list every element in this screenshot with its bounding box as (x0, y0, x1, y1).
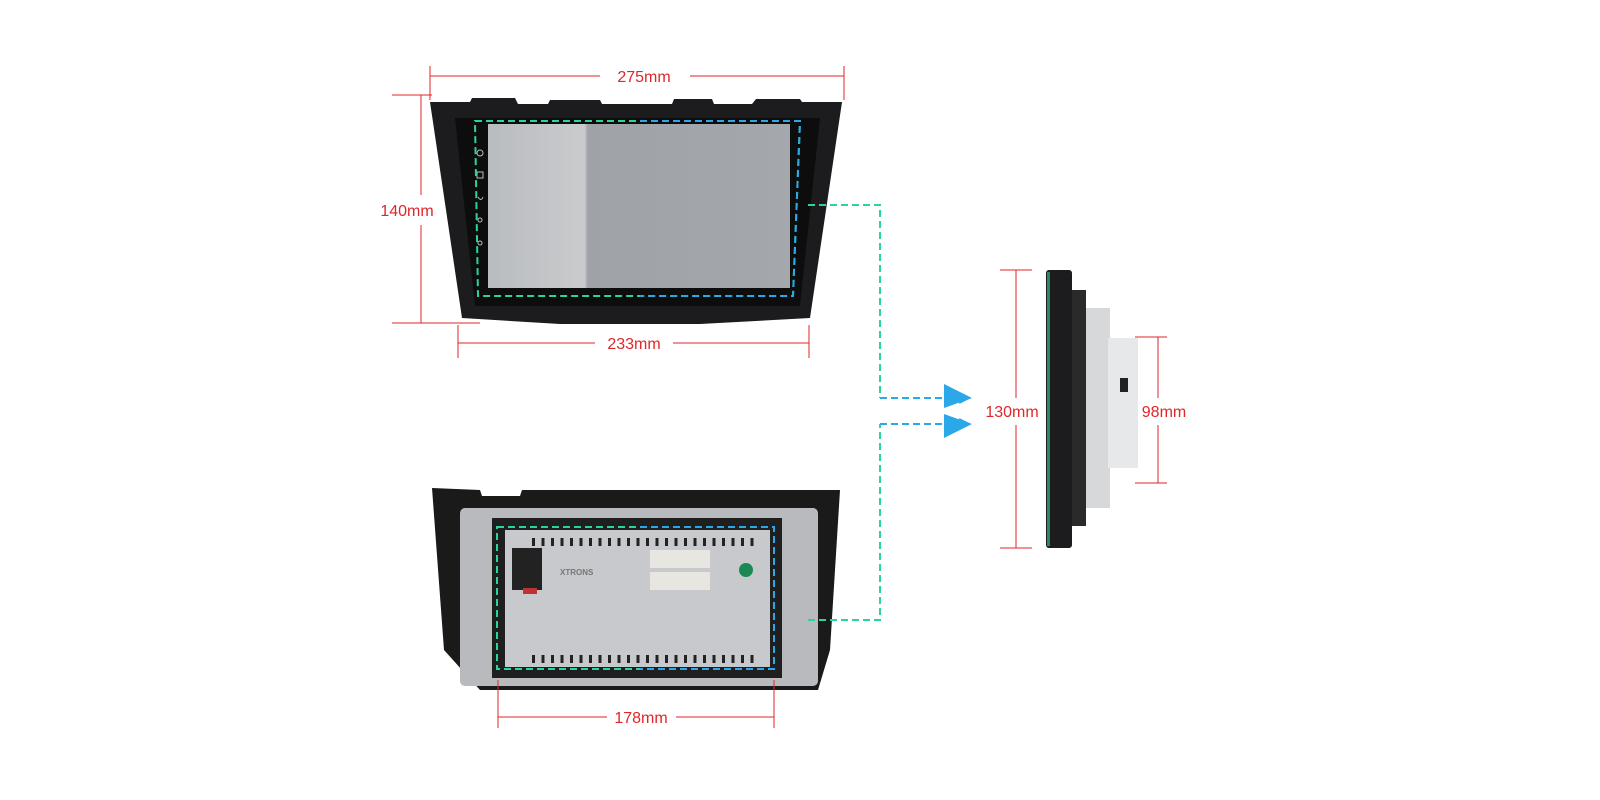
vent-slot (703, 655, 706, 663)
vent-slot (646, 655, 649, 663)
front-bottom-width-label: 233mm (607, 336, 660, 353)
front-height-label: 140mm (380, 203, 433, 220)
vent-slot (551, 655, 554, 663)
vent-slot (579, 655, 583, 663)
vent-slot (665, 655, 668, 663)
vent-slot (674, 538, 678, 546)
vent-slot (598, 655, 602, 663)
rear-width-label: 178mm (614, 710, 667, 727)
vent-slot (570, 538, 573, 546)
side-view-unit (1046, 270, 1138, 548)
vent-slot (617, 655, 621, 663)
vent-slot (722, 655, 725, 663)
vent-slot (627, 655, 630, 663)
vent-slot (617, 538, 621, 546)
vent-slot (560, 538, 564, 546)
vent-slot (731, 655, 735, 663)
vent-slot (655, 655, 659, 663)
vent-slot (712, 655, 716, 663)
vent-slot (636, 655, 640, 663)
vent-slot (693, 538, 697, 546)
arrow-top-icon (944, 384, 972, 408)
vent-slot (560, 655, 564, 663)
vent-slot (608, 655, 611, 663)
vent-slot (646, 538, 649, 546)
vent-slot (684, 655, 687, 663)
screen (488, 124, 790, 288)
front-view-unit (430, 98, 842, 324)
vent-slot (731, 538, 735, 546)
vent-slot (693, 655, 697, 663)
vent-slot (703, 538, 706, 546)
vent-slot (655, 538, 659, 546)
vent-slot (712, 538, 716, 546)
vent-slot (684, 538, 687, 546)
vent-slot (551, 538, 554, 546)
vent-slot (636, 538, 640, 546)
vent-slot (598, 538, 602, 546)
vent-slot (532, 655, 535, 663)
side-chassis-height-label: 98mm (1142, 404, 1186, 421)
vent-slot (722, 538, 725, 546)
vent-slot (741, 655, 744, 663)
vent-slot (627, 538, 630, 546)
vent-slot (741, 538, 744, 546)
front-width-label: 275mm (617, 69, 670, 86)
vent-slot (750, 655, 754, 663)
brand-logo: XTRONS (560, 568, 594, 577)
side-height-label: 130mm (985, 404, 1038, 421)
vent-slot (750, 538, 754, 546)
connector-lines (808, 204, 972, 621)
rear-view-unit: XTRONS (432, 488, 840, 690)
vent-slot (541, 538, 545, 546)
vent-slot (608, 538, 611, 546)
vent-slot (532, 538, 535, 546)
dimension-lines (392, 66, 1167, 728)
vent-slot (589, 538, 592, 546)
vent-slot (579, 538, 583, 546)
side-button-icons (476, 149, 484, 246)
vent-slot (665, 538, 668, 546)
vent-slot (674, 655, 678, 663)
vent-slot (589, 655, 592, 663)
vent-slot (541, 655, 545, 663)
arrow-bottom-icon (944, 414, 972, 438)
vent-slot (570, 655, 573, 663)
rear-chassis (505, 530, 770, 667)
